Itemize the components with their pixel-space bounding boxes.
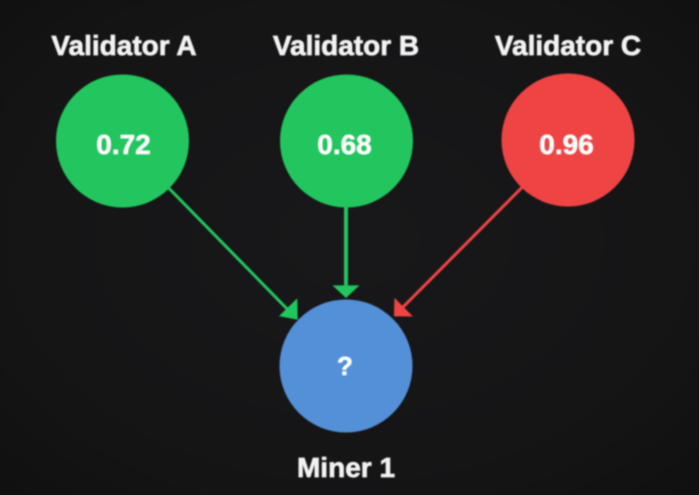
svg-text:Miner 1: Miner 1 <box>297 452 395 483</box>
svg-text:0.72: 0.72 <box>96 129 151 160</box>
svg-text:Validator B: Validator B <box>273 30 419 61</box>
svg-text:0.68: 0.68 <box>317 129 372 160</box>
svg-text:0.96: 0.96 <box>539 129 594 160</box>
svg-text:Validator C: Validator C <box>495 30 641 61</box>
svg-text:?: ? <box>337 351 353 381</box>
svg-text:Validator A: Validator A <box>51 30 196 61</box>
